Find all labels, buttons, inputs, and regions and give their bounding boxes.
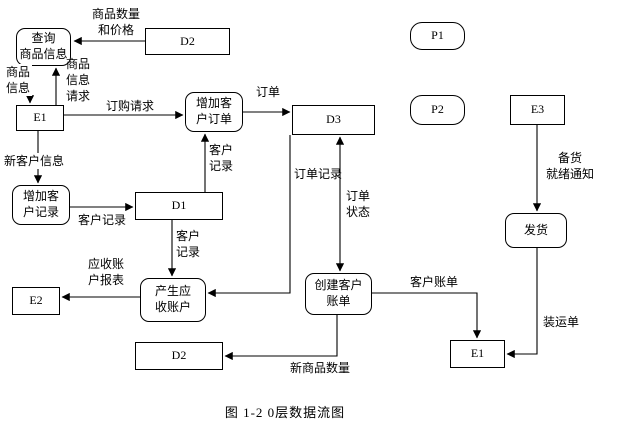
- process-ship-goods: 发货: [505, 213, 567, 248]
- flow-label-ready-notice: 备货 就绪通知: [545, 151, 594, 182]
- flow-label-customer-record-up: 客户 记录: [209, 143, 234, 174]
- process-p1: P1: [410, 22, 465, 50]
- entity-e3: E3: [510, 95, 565, 125]
- flow-label-purchase-request: 订购请求: [106, 99, 155, 113]
- flow-label-product-info: 商品 信息: [4, 64, 32, 97]
- flow-label-product-info-request: 商品 信息 请求: [66, 57, 91, 104]
- flow-label-qty-price: 商品数量 和价格: [91, 7, 140, 38]
- flow-label-order: 订单: [256, 85, 281, 99]
- store-d1: D1: [135, 192, 223, 220]
- store-d2-bottom: D2: [135, 342, 223, 370]
- store-d3: D3: [292, 105, 375, 135]
- flow-label-customer-record-mid: 客户记录: [78, 213, 127, 227]
- flow-label-new-customer-info: 新客户信息: [4, 153, 66, 170]
- flow-label-new-product-qty: 新商品数量: [290, 361, 351, 375]
- flow-label-order-record: 订单记录: [294, 167, 343, 181]
- flow-d3-to-receivable: [207, 135, 291, 298]
- flow-label-shipping-order: 装运单: [543, 315, 580, 329]
- process-add-customer-record: 增加客 户记录: [12, 185, 70, 225]
- process-p2: P2: [410, 95, 465, 125]
- flow-label-receivable-report: 应收账 户报表: [87, 257, 124, 288]
- flow-ship-to-e1-bottom: [506, 248, 538, 359]
- figure-caption: 图 1-2 0层数据流图: [224, 405, 346, 420]
- flow-label-order-status: 订单 状态: [346, 189, 371, 220]
- process-query-product-info: 查询 商品信息: [16, 28, 71, 66]
- flow-bill-to-e1-bottom: [372, 292, 482, 339]
- flow-label-customer-bill: 客户账单: [410, 275, 459, 289]
- process-create-customer-bill: 创建客户 账单: [305, 273, 372, 315]
- process-generate-receivable: 产生应 收账户: [140, 278, 206, 322]
- store-d2-top: D2: [145, 28, 230, 55]
- process-add-customer-order: 增加客 户订单: [185, 92, 243, 132]
- entity-e2: E2: [12, 287, 60, 315]
- entity-e1-top: E1: [16, 105, 64, 131]
- flow-label-customer-record-down: 客户 记录: [176, 229, 201, 260]
- flow-bill-to-d2-bottom: [224, 315, 338, 361]
- entity-e1-bottom: E1: [450, 340, 505, 368]
